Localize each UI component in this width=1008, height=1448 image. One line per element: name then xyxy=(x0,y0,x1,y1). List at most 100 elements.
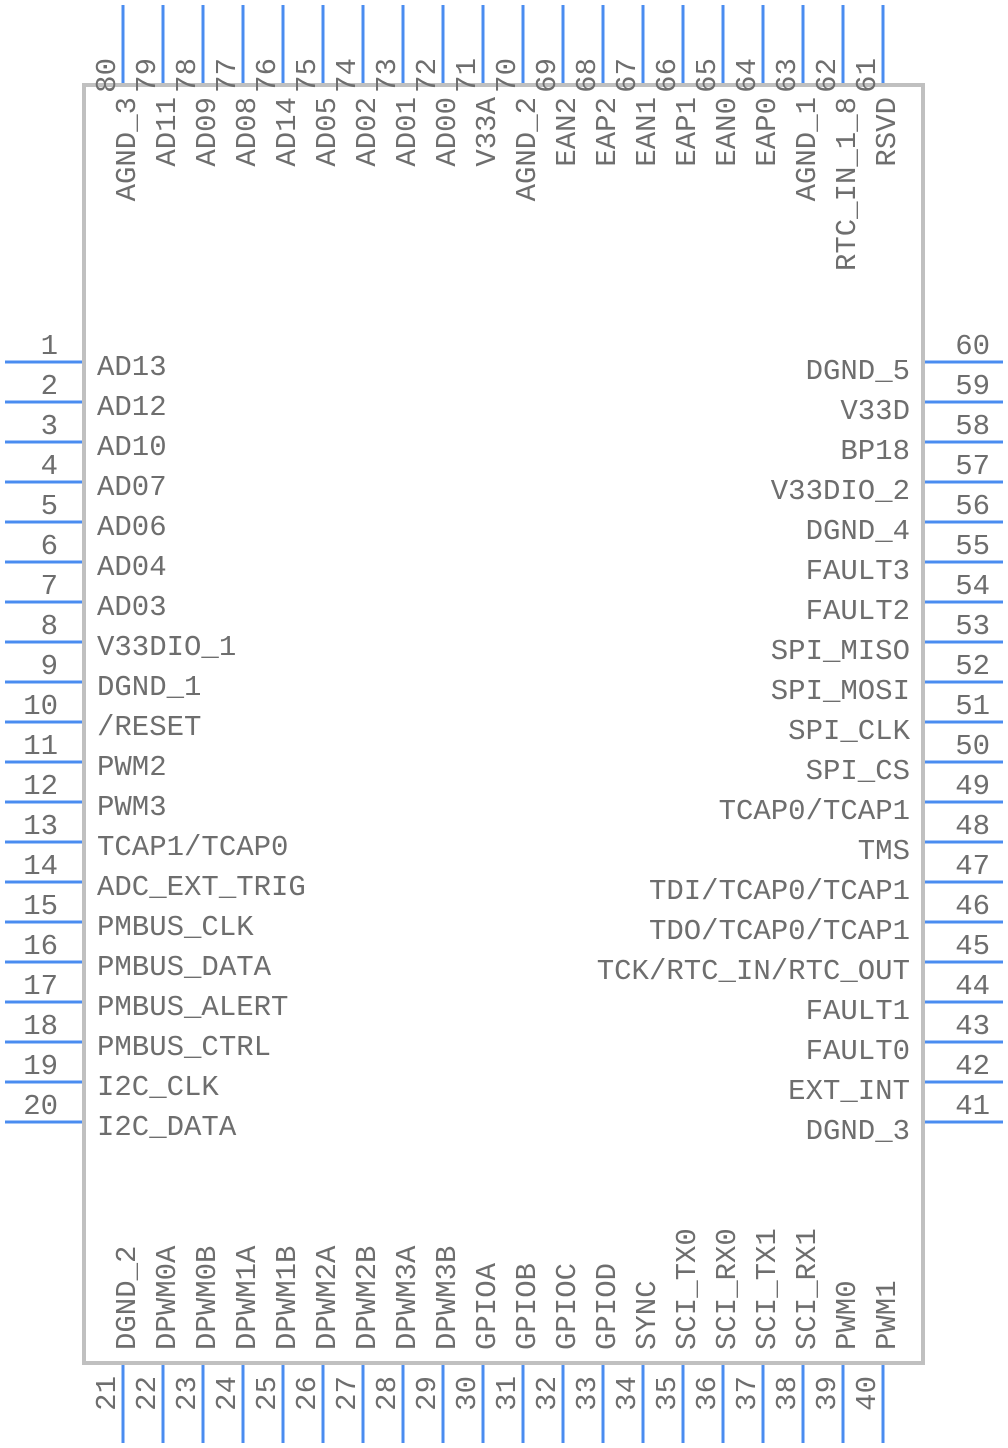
pin-67-number: 67 xyxy=(611,58,644,93)
pin-6-name: AD04 xyxy=(97,551,167,584)
labels-layer: 1AD132AD123AD104AD075AD066AD047AD038V33D… xyxy=(23,58,990,1411)
pin-69-number: 69 xyxy=(531,58,564,93)
pin-10-name: /RESET xyxy=(97,711,201,744)
pin-1-name: AD13 xyxy=(97,351,167,384)
pin-68-number: 68 xyxy=(571,58,604,93)
pin-69-name: EAN2 xyxy=(551,97,584,167)
pin-48-name: TMS xyxy=(858,835,910,868)
pin-53-name: SPI_MISO xyxy=(771,635,910,668)
pin-24-name: DPWM1A xyxy=(231,1245,264,1350)
pin-33-number: 33 xyxy=(571,1376,604,1411)
pin-57-name: V33DIO_2 xyxy=(771,475,910,508)
pin-59-name: V33D xyxy=(840,395,910,428)
pin-72-name: AD00 xyxy=(431,97,464,167)
pin-54-name: FAULT2 xyxy=(806,595,910,628)
pin-52-number: 52 xyxy=(955,650,990,683)
pin-58-name: BP18 xyxy=(840,435,910,468)
pin-41-number: 41 xyxy=(955,1090,990,1123)
pin-27-name: DPWM2B xyxy=(351,1246,384,1350)
pin-39-number: 39 xyxy=(811,1376,844,1411)
pin-10-number: 10 xyxy=(23,690,58,723)
pin-18-number: 18 xyxy=(23,1010,58,1043)
pin-39-name: PWM0 xyxy=(831,1280,864,1350)
pin-2-number: 2 xyxy=(41,370,58,403)
pin-73-name: AD01 xyxy=(391,97,424,167)
pin-71-number: 71 xyxy=(451,58,484,93)
pin-48-number: 48 xyxy=(955,810,990,843)
pin-16-number: 16 xyxy=(23,930,58,963)
pin-3-name: AD10 xyxy=(97,431,167,464)
pin-57-number: 57 xyxy=(955,450,990,483)
pin-70-name: AGND_2 xyxy=(511,97,544,201)
pin-51-number: 51 xyxy=(955,690,990,723)
pin-56-name: DGND_4 xyxy=(806,515,910,548)
pin-68-name: EAP2 xyxy=(591,97,624,167)
pin-34-name: SYNC xyxy=(631,1280,664,1350)
pin-43-name: FAULT0 xyxy=(806,1035,910,1068)
pin-55-number: 55 xyxy=(955,530,990,563)
pin-35-name: SCI_TX0 xyxy=(671,1228,704,1350)
pin-74-name: AD02 xyxy=(351,97,384,167)
pin-17-number: 17 xyxy=(23,970,58,1003)
pin-52-name: SPI_MOSI xyxy=(771,675,910,708)
pin-13-name: TCAP1/TCAP0 xyxy=(97,831,288,864)
pin-61-name: RSVD xyxy=(871,97,904,167)
pin-40-number: 40 xyxy=(851,1376,884,1411)
pin-18-name: PMBUS_CTRL xyxy=(97,1031,271,1064)
pin-42-name: EXT_INT xyxy=(788,1075,910,1108)
pin-63-name: AGND_1 xyxy=(791,97,824,201)
pin-28-name: DPWM3A xyxy=(391,1245,424,1350)
pin-25-number: 25 xyxy=(251,1376,284,1411)
pin-41-name: DGND_3 xyxy=(806,1115,910,1148)
pin-75-number: 75 xyxy=(291,58,324,93)
pin-56-number: 56 xyxy=(955,490,990,523)
pin-47-number: 47 xyxy=(955,850,990,883)
pin-64-number: 64 xyxy=(731,58,764,93)
pin-43-number: 43 xyxy=(955,1010,990,1043)
pin-21-name: DGND_2 xyxy=(111,1246,144,1350)
pin-35-number: 35 xyxy=(651,1376,684,1411)
pin-38-name: SCI_RX1 xyxy=(791,1228,824,1350)
pin-13-number: 13 xyxy=(23,810,58,843)
pin-22-number: 22 xyxy=(131,1376,164,1411)
pin-9-number: 9 xyxy=(41,650,58,683)
pin-46-name: TDO/TCAP0/TCAP1 xyxy=(649,915,910,948)
pin-47-name: TDI/TCAP0/TCAP1 xyxy=(649,875,910,908)
pin-11-number: 11 xyxy=(23,730,58,763)
pin-60-number: 60 xyxy=(955,330,990,363)
pin-38-number: 38 xyxy=(771,1376,804,1411)
pin-63-number: 63 xyxy=(771,58,804,93)
pin-66-number: 66 xyxy=(651,58,684,93)
pin-14-name: ADC_EXT_TRIG xyxy=(97,871,306,904)
pin-44-name: FAULT1 xyxy=(806,995,910,1028)
pin-80-number: 80 xyxy=(91,58,124,93)
pin-72-number: 72 xyxy=(411,58,444,93)
pin-58-number: 58 xyxy=(955,410,990,443)
pin-65-number: 65 xyxy=(691,58,724,93)
pin-31-name: GPIOB xyxy=(511,1263,544,1350)
pin-74-number: 74 xyxy=(331,58,364,93)
pin-64-name: EAP0 xyxy=(751,97,784,167)
pin-31-number: 31 xyxy=(491,1376,524,1411)
pin-2-name: AD12 xyxy=(97,391,167,424)
pin-8-number: 8 xyxy=(41,610,58,643)
pin-27-number: 27 xyxy=(331,1376,364,1411)
pin-21-number: 21 xyxy=(91,1376,124,1411)
pin-77-number: 77 xyxy=(211,58,244,93)
pin-55-name: FAULT3 xyxy=(806,555,910,588)
pin-65-name: EAN0 xyxy=(711,97,744,167)
pin-73-number: 73 xyxy=(371,58,404,93)
pin-37-number: 37 xyxy=(731,1376,764,1411)
pin-9-name: DGND_1 xyxy=(97,671,201,704)
pin-33-name: GPIOD xyxy=(591,1263,624,1350)
pin-30-number: 30 xyxy=(451,1376,484,1411)
ic-body-outline xyxy=(82,83,925,1365)
pin-32-name: GPIOC xyxy=(551,1263,584,1350)
pin-12-name: PWM3 xyxy=(97,791,167,824)
pin-34-number: 34 xyxy=(611,1376,644,1411)
pin-49-name: TCAP0/TCAP1 xyxy=(719,795,910,828)
pin-76-number: 76 xyxy=(251,58,284,93)
pin-59-number: 59 xyxy=(955,370,990,403)
pin-29-number: 29 xyxy=(411,1376,444,1411)
